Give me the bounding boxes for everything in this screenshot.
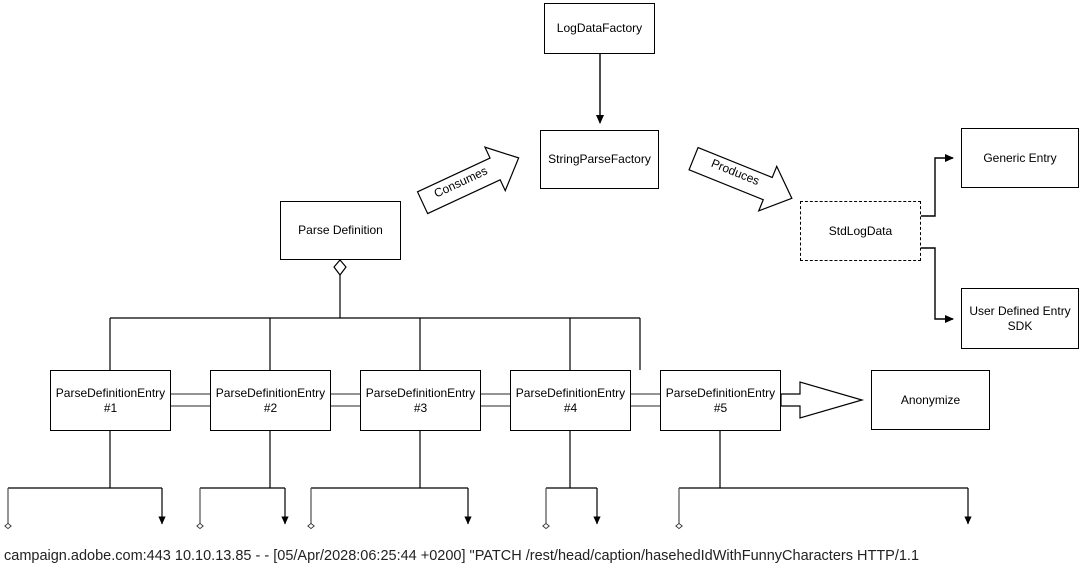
produces-block-arrow	[688, 146, 793, 212]
edge-parsedefinition-aggregation	[109, 259, 641, 370]
node-label: Parse Definition	[298, 223, 383, 237]
node-label: ParseDefinitionEntry #3	[365, 385, 476, 415]
node-generic-entry[interactable]: Generic Entry	[961, 128, 1079, 188]
node-label: ParseDefinitionEntry #4	[515, 385, 626, 415]
node-stdlogdata[interactable]: StdLogData	[800, 201, 921, 261]
node-label: ParseDefinitionEntry #5	[665, 385, 776, 415]
node-label: ParseDefinitionEntry #1	[55, 385, 166, 415]
node-parsedefinitionentry-5[interactable]: ParseDefinitionEntry #5	[660, 370, 781, 431]
edge-stdlogdata-to-userdefinedentrysdk	[921, 247, 954, 323]
node-parsedefinitionentry-1[interactable]: ParseDefinitionEntry #1	[50, 370, 171, 431]
node-stringparsefactory[interactable]: StringParseFactory	[540, 130, 659, 189]
node-anonymize[interactable]: Anonymize	[871, 370, 990, 430]
node-label: LogDataFactory	[556, 21, 643, 35]
node-label: Anonymize	[900, 392, 961, 407]
node-label: StringParseFactory	[548, 152, 651, 166]
node-user-defined-entry-sdk[interactable]: User Defined Entry SDK	[961, 288, 1079, 349]
edge-stdlogdata-to-genericentry	[921, 154, 954, 217]
node-label: User Defined Entry SDK	[969, 303, 1071, 333]
node-logdatafactory[interactable]: LogDataFactory	[544, 3, 655, 54]
node-parsedefinitionentry-4[interactable]: ParseDefinitionEntry #4	[510, 370, 631, 431]
node-parsedefinitionentry-2[interactable]: ParseDefinitionEntry #2	[210, 370, 331, 431]
log-sample-line: campaign.adobe.com:443 10.10.13.85 - - […	[4, 548, 920, 564]
edge-entry-chain	[171, 393, 660, 407]
consumes-block-arrow	[416, 146, 520, 215]
entry-to-logspan-brackets	[4, 431, 972, 530]
edge-entry5-to-anonymize	[780, 381, 865, 419]
node-label: ParseDefinitionEntry #2	[215, 385, 326, 415]
node-parse-definition[interactable]: Parse Definition	[280, 201, 401, 260]
node-label: Generic Entry	[983, 150, 1057, 165]
node-parsedefinitionentry-3[interactable]: ParseDefinitionEntry #3	[360, 370, 481, 431]
node-label: StdLogData	[828, 223, 893, 238]
